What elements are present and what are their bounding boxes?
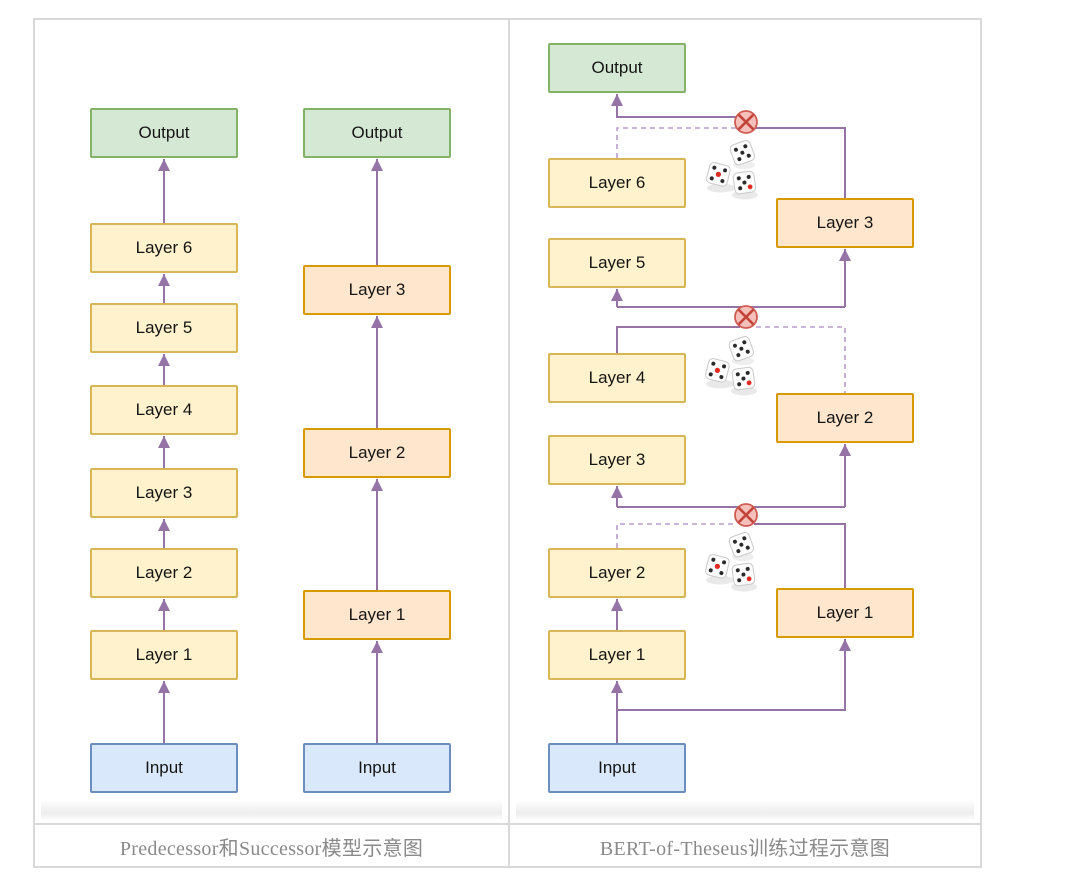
box-layer: Layer 3 bbox=[776, 198, 914, 248]
panel-bottom-fade bbox=[516, 800, 974, 820]
caption-row: Predecessor和Successor模型示意图 BERT-of-These… bbox=[35, 823, 980, 868]
box-layer: Layer 3 bbox=[548, 435, 686, 485]
box-output: Output bbox=[303, 108, 451, 158]
dice-icon bbox=[705, 138, 759, 200]
box-layer: Layer 3 bbox=[90, 468, 238, 518]
dice-icons bbox=[704, 138, 759, 592]
panel-bottom-fade bbox=[41, 800, 502, 820]
panel-theseus-training: Output Layer 6 Layer 5 Layer 4 Layer 3 L… bbox=[510, 20, 980, 823]
dice-icon bbox=[704, 530, 758, 592]
box-layer: Layer 3 bbox=[303, 265, 451, 315]
box-output: Output bbox=[90, 108, 238, 158]
box-layer: Layer 2 bbox=[548, 548, 686, 598]
circled-times-icon bbox=[733, 502, 759, 528]
circled-times-icon bbox=[733, 304, 759, 330]
caption-left: Predecessor和Successor模型示意图 bbox=[35, 825, 510, 868]
box-layer: Layer 6 bbox=[548, 158, 686, 208]
box-layer: Layer 1 bbox=[90, 630, 238, 680]
replace-gate-icons bbox=[733, 109, 759, 528]
box-layer: Layer 1 bbox=[548, 630, 686, 680]
box-layer: Layer 4 bbox=[548, 353, 686, 403]
panel-predecessor-successor: Output Layer 6 Layer 5 Layer 4 Layer 3 L… bbox=[35, 20, 510, 823]
caption-right: BERT-of-Theseus训练过程示意图 bbox=[599, 838, 891, 860]
box-layer: Layer 2 bbox=[776, 393, 914, 443]
box-layer: Layer 5 bbox=[90, 303, 238, 353]
box-layer: Layer 1 bbox=[776, 588, 914, 638]
figure-table: Output Layer 6 Layer 5 Layer 4 Layer 3 L… bbox=[33, 18, 982, 868]
box-input: Input bbox=[548, 743, 686, 793]
dice-icon bbox=[704, 334, 758, 396]
box-layer: Layer 1 bbox=[303, 590, 451, 640]
box-layer: Layer 2 bbox=[303, 428, 451, 478]
box-layer: Layer 5 bbox=[548, 238, 686, 288]
box-output: Output bbox=[548, 43, 686, 93]
box-input: Input bbox=[90, 743, 238, 793]
box-layer: Layer 4 bbox=[90, 385, 238, 435]
box-input: Input bbox=[303, 743, 451, 793]
circled-times-icon bbox=[733, 109, 759, 135]
box-layer: Layer 6 bbox=[90, 223, 238, 273]
box-layer: Layer 2 bbox=[90, 548, 238, 598]
